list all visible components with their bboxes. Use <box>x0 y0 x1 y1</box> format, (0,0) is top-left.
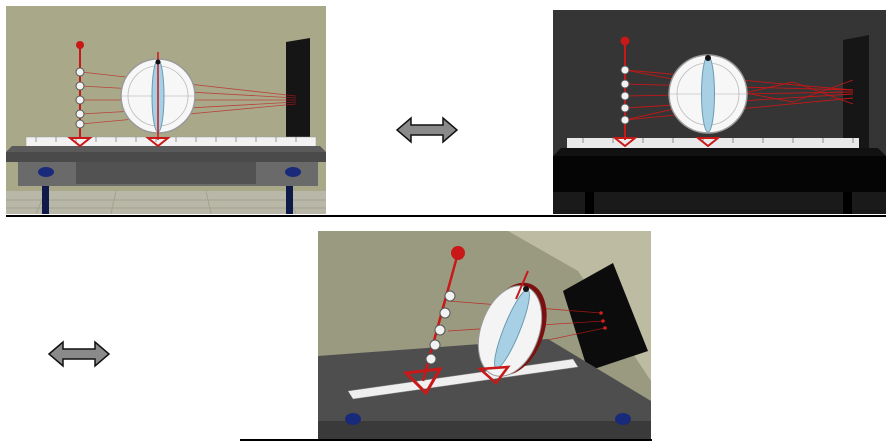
bench-knob <box>615 413 631 425</box>
perspective-view-panel <box>318 231 651 439</box>
screen <box>563 263 648 371</box>
front-view-dark-panel <box>553 10 886 214</box>
lens-protractor <box>476 270 547 385</box>
bench-knob <box>285 167 301 177</box>
front-view-dark-scene <box>553 10 886 214</box>
bench-top <box>553 148 886 156</box>
bench-front <box>6 152 326 162</box>
top-row-separator <box>6 215 886 217</box>
bench-leg <box>843 192 852 214</box>
floor <box>553 190 886 214</box>
double-arrow-icon <box>395 116 459 144</box>
object-holder <box>67 41 93 148</box>
bench-top <box>6 146 326 152</box>
bench-leg <box>42 186 49 214</box>
front-view-lit-panel <box>6 6 326 214</box>
bench-knob <box>345 413 361 425</box>
lens-protractor <box>120 52 196 148</box>
object-holder <box>612 36 638 148</box>
floor <box>6 191 326 214</box>
bottom-separator <box>240 439 652 441</box>
bench-front <box>553 156 886 192</box>
bench-leg <box>286 186 293 214</box>
front-view-lit-scene <box>6 6 326 214</box>
bench-knob <box>38 167 54 177</box>
object-holder <box>402 246 465 396</box>
bench-leg <box>585 192 594 214</box>
perspective-view-scene <box>318 231 651 439</box>
double-arrow-icon <box>47 340 111 368</box>
lens-protractor <box>668 54 748 148</box>
